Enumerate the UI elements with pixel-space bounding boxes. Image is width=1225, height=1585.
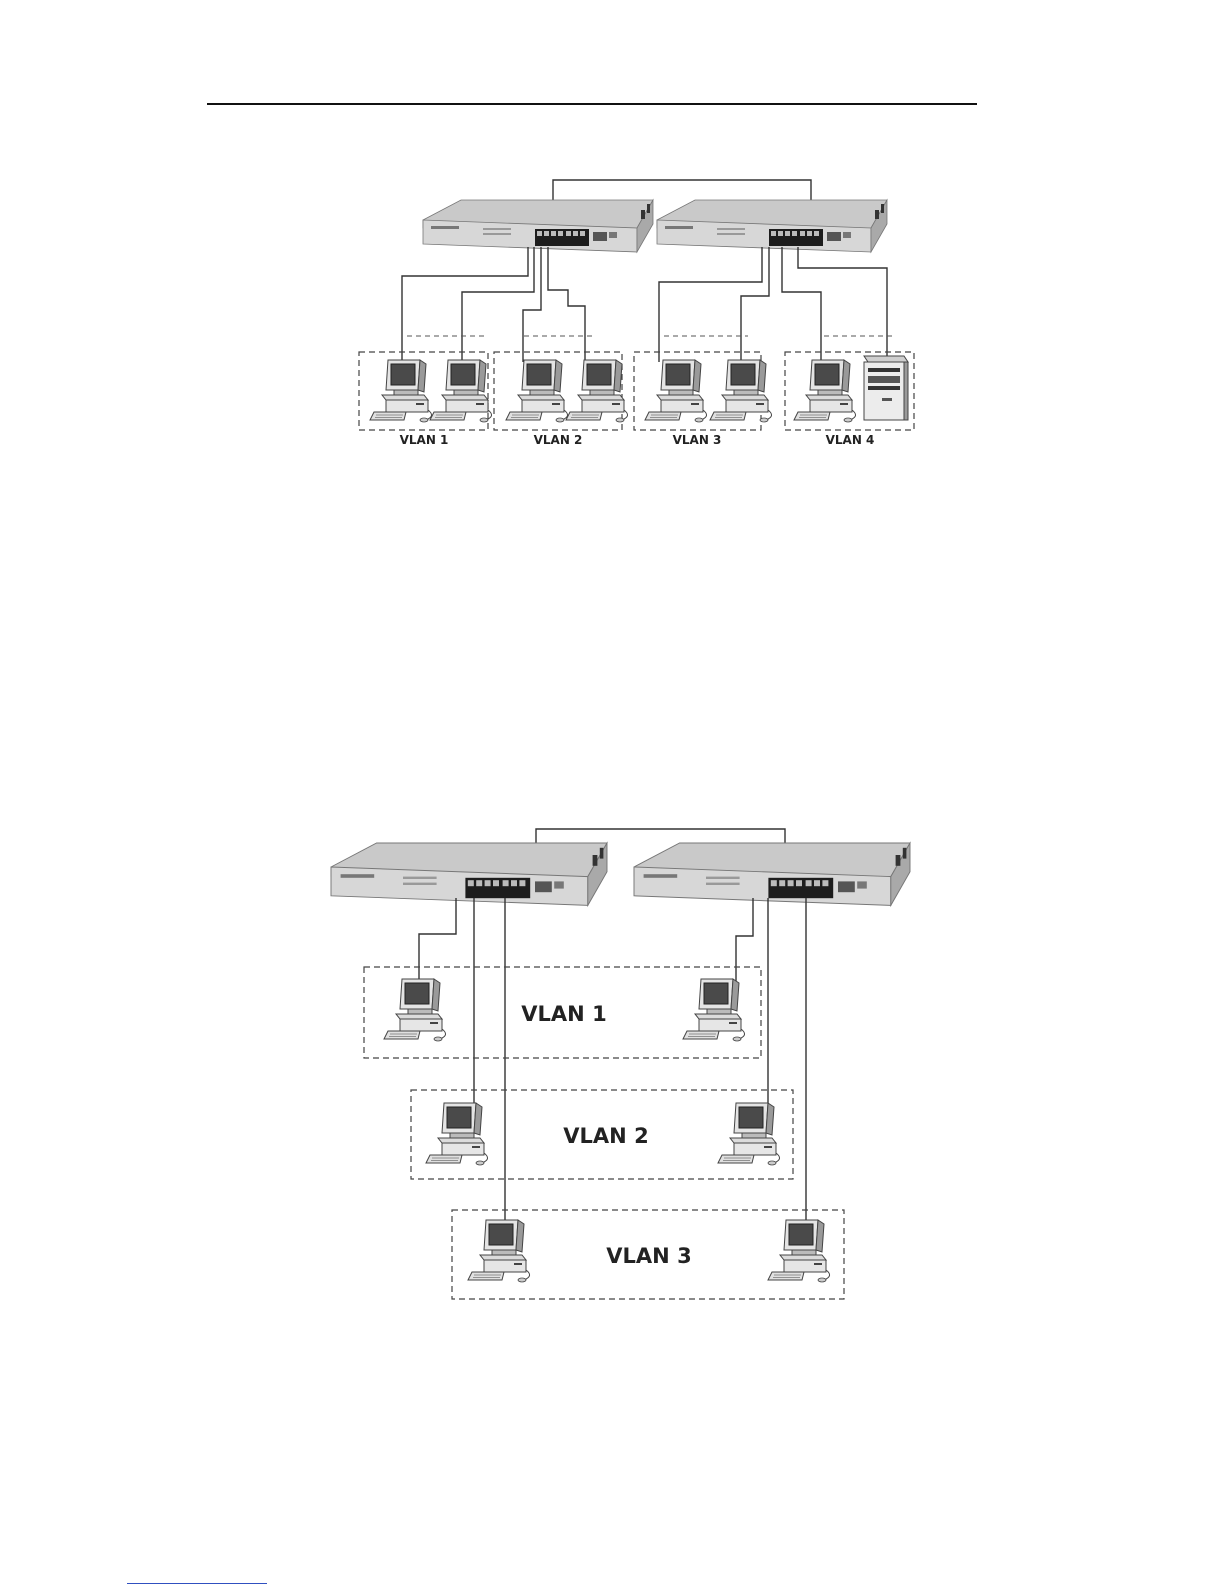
- switch-b: [657, 200, 887, 252]
- computer-icon: [384, 979, 446, 1041]
- computer-icon: [794, 360, 856, 422]
- computer-icon: [430, 360, 492, 422]
- vlan-label: VLAN 2: [534, 433, 583, 447]
- link: [548, 247, 585, 362]
- vlan-label: VLAN 3: [673, 433, 722, 447]
- switch-b: [634, 843, 910, 905]
- link: [741, 247, 769, 362]
- computer-icon: [468, 1220, 530, 1282]
- link: [736, 898, 753, 982]
- computer-icon: [370, 360, 432, 422]
- vlan-label: VLAN 3: [606, 1244, 691, 1268]
- switch-a: [331, 843, 607, 905]
- server-icon: [864, 356, 908, 420]
- vlan-label: VLAN 2: [563, 1124, 648, 1148]
- link: [419, 898, 456, 982]
- computer-icon: [718, 1103, 780, 1165]
- figure-2: VLAN 1 VLAN 2 VLAN 3: [331, 829, 910, 1299]
- computer-icon: [645, 360, 707, 422]
- vlan-label: VLAN 1: [400, 433, 449, 447]
- link: [798, 247, 887, 364]
- computer-icon: [710, 360, 772, 422]
- link: [402, 247, 528, 362]
- computer-icon: [426, 1103, 488, 1165]
- link: [659, 247, 762, 362]
- footer-rule: [127, 1583, 267, 1584]
- figure-1: VLAN 1 VLAN 2 VLAN 3 VLAN 4: [359, 180, 914, 447]
- computer-icon: [768, 1220, 830, 1282]
- computer-icon: [683, 979, 745, 1041]
- link: [523, 247, 541, 362]
- computer-icon: [506, 360, 568, 422]
- switch-a: [423, 200, 653, 252]
- computer-icon: [566, 360, 628, 422]
- vlan-label: VLAN 4: [826, 433, 875, 447]
- link: [782, 247, 821, 362]
- vlan-label: VLAN 1: [521, 1002, 606, 1026]
